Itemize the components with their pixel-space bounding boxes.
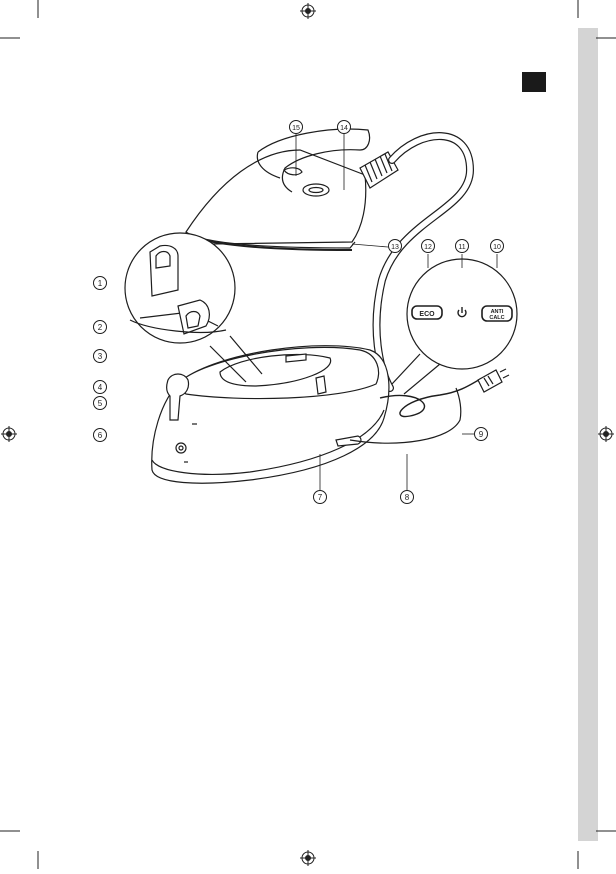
callout-label: 15: [292, 125, 300, 132]
callout-8: 8: [401, 491, 414, 504]
callout-4: 4: [94, 381, 107, 394]
callout-5: 5: [94, 397, 107, 410]
eco-button-label: ECO: [419, 311, 435, 318]
callout-14: 14: [338, 121, 351, 134]
callout-10: 10: [491, 240, 504, 253]
plug-icon: [478, 369, 509, 392]
callout-label: 7: [318, 493, 323, 502]
callout-label: 10: [493, 244, 501, 251]
callout-15: 15: [290, 121, 303, 134]
callout-label: 6: [98, 431, 103, 440]
callout-label: 9: [479, 430, 484, 439]
callout-label: 11: [458, 244, 465, 251]
crosshair-icon: [1, 426, 17, 442]
callout-12: 12: [422, 240, 435, 253]
callout-3: 3: [94, 350, 107, 363]
callout-label: 13: [391, 244, 399, 251]
crosshair-icon: [300, 3, 316, 19]
callout-label: 12: [424, 244, 432, 251]
callout-6: 6: [94, 429, 107, 442]
side-tab: [578, 28, 598, 841]
callout-label: 3: [98, 352, 103, 361]
callout-2: 2: [94, 321, 107, 334]
callout-7: 7: [314, 491, 327, 504]
callout-9: 9: [475, 428, 488, 441]
mains-cord: [380, 378, 482, 417]
crosshair-icon: [598, 426, 614, 442]
anticalc-label-line2: CALC: [489, 315, 504, 321]
steam-iron: [186, 129, 398, 250]
callout-11: 11: [456, 240, 469, 253]
callout-13: 13: [389, 240, 402, 253]
callout-label: 2: [98, 323, 103, 332]
language-tab: [522, 72, 546, 92]
callout-label: 5: [98, 399, 103, 408]
base-station: [152, 346, 389, 484]
callout-label: 8: [405, 493, 410, 502]
callout-1: 1: [94, 277, 107, 290]
callout-label: 1: [98, 279, 103, 288]
crosshair-icon: [300, 850, 316, 866]
callout-label: 14: [340, 125, 348, 132]
callout-label: 4: [98, 383, 103, 392]
